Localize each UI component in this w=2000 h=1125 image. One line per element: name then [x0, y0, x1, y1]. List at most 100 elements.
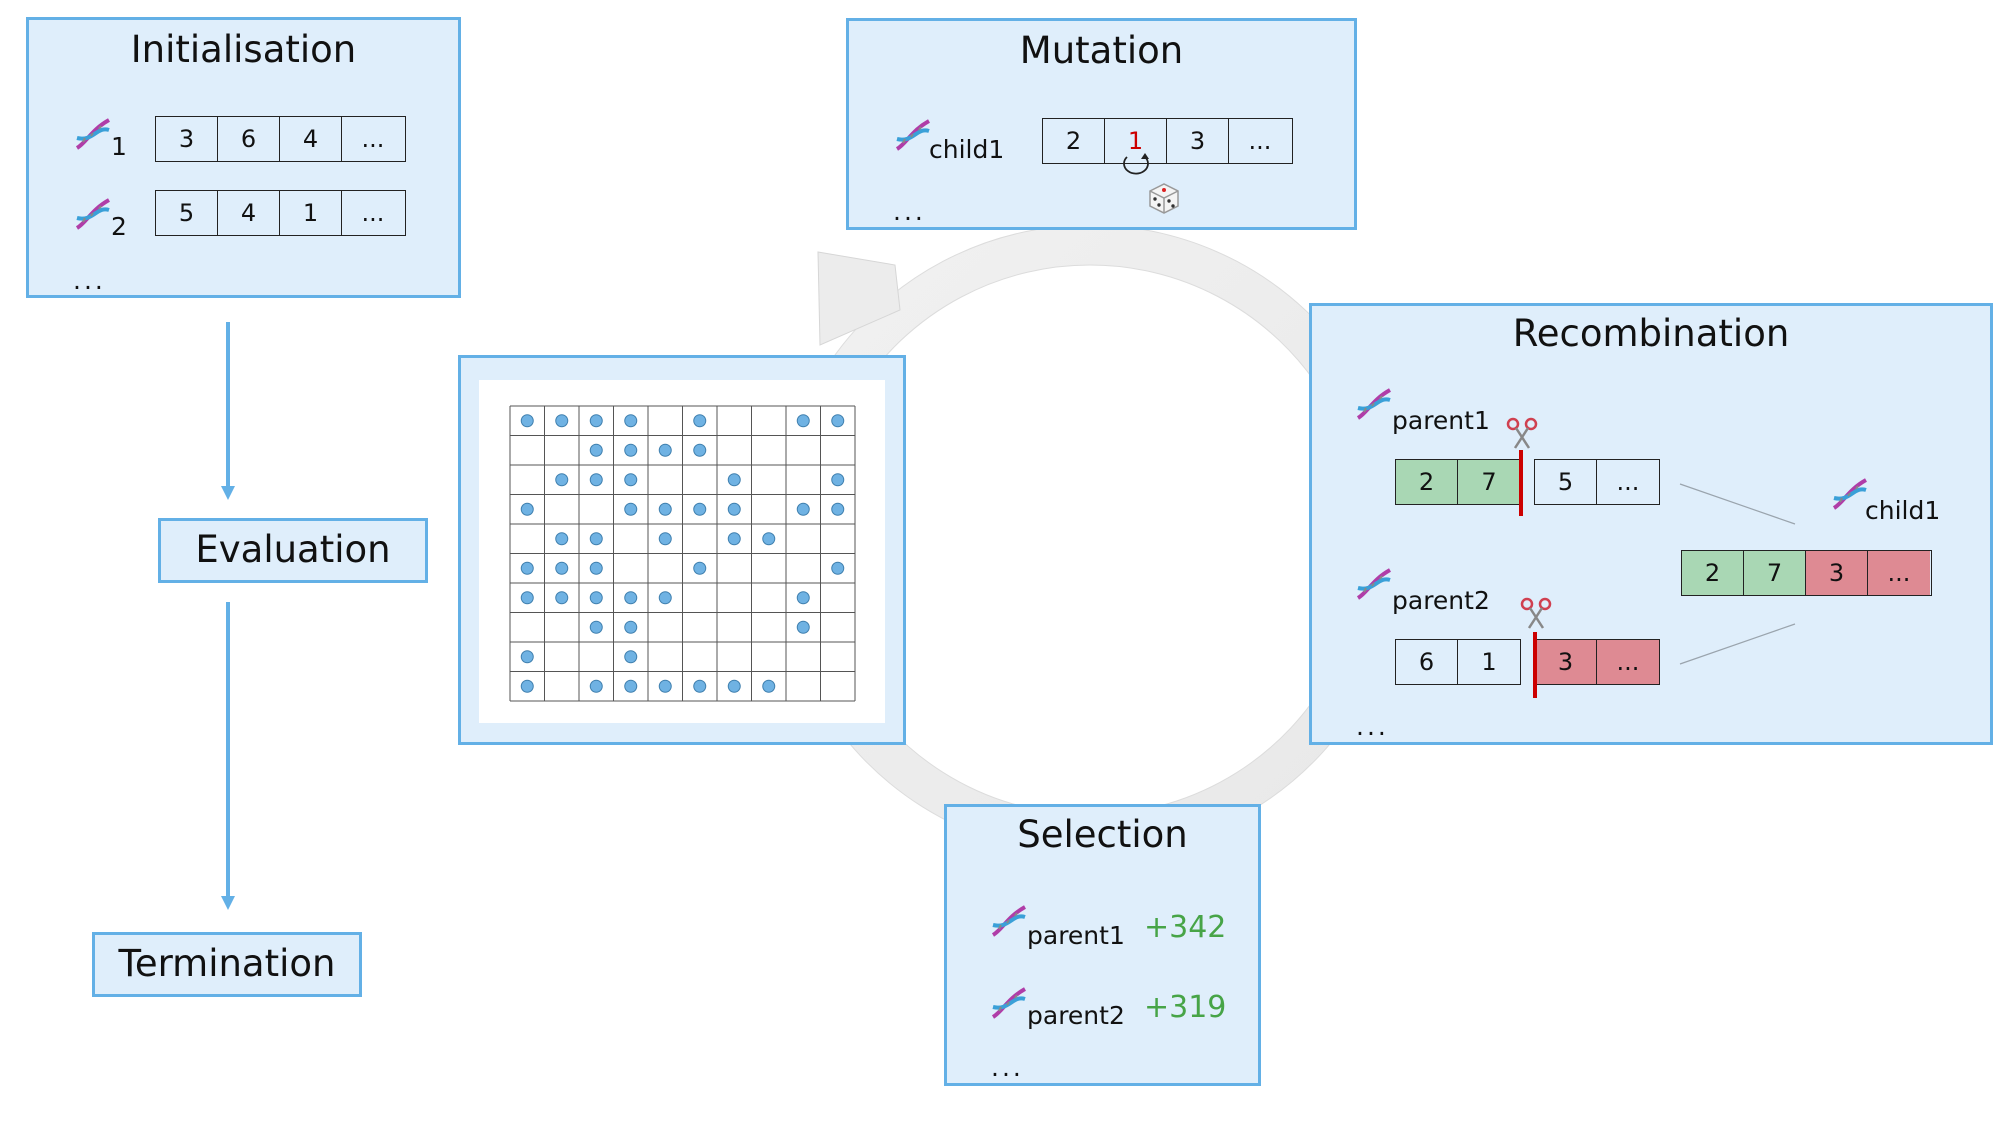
grid-dot	[520, 591, 534, 605]
grid-dot	[520, 650, 534, 664]
gene: 7	[1458, 460, 1520, 504]
rotate-icon	[1123, 153, 1149, 175]
gene: 2	[1682, 551, 1744, 595]
grid-canvas	[479, 380, 885, 723]
grid-dot	[624, 473, 638, 487]
grid-dot	[693, 679, 707, 693]
selection-parent2-label: parent2	[1027, 1001, 1125, 1030]
dna-icon	[75, 198, 111, 230]
dna-icon	[1356, 568, 1392, 600]
grid-dot	[555, 591, 569, 605]
fitness-score: +319	[1144, 990, 1227, 1025]
termination-label: Termination	[118, 942, 336, 985]
grid	[509, 405, 856, 702]
grid-dot	[589, 414, 603, 428]
evaluation-label: Evaluation	[195, 528, 391, 571]
ellipsis: ...	[73, 266, 106, 295]
grid-dot	[762, 532, 776, 546]
initialisation-title: Initialisation	[130, 28, 357, 71]
grid-dot	[555, 414, 569, 428]
gene: 5	[1535, 460, 1597, 504]
grid-dot	[727, 679, 741, 693]
grid-dot	[624, 591, 638, 605]
mutation-title: Mutation	[1019, 29, 1184, 72]
dna-icon	[895, 119, 931, 151]
cut-line	[1533, 632, 1537, 698]
grid-dot	[555, 532, 569, 546]
recombination-panel: Recombination parent1 2 7 5 ... parent2 …	[1309, 303, 1993, 745]
grid-dot	[555, 473, 569, 487]
grid-dot	[589, 532, 603, 546]
gene: 3	[1167, 119, 1229, 163]
grid-dot	[520, 679, 534, 693]
parent1-right-genes: 5 ...	[1534, 459, 1660, 505]
chromosome: 5 4 1 ...	[155, 190, 406, 236]
dna-icon	[75, 118, 111, 150]
termination-box: Termination	[92, 932, 362, 997]
selection-title: Selection	[1017, 813, 1188, 856]
dna-icon	[991, 905, 1027, 937]
grid-dot	[727, 473, 741, 487]
grid-dot	[693, 502, 707, 516]
gene: 5	[156, 191, 218, 235]
cut-line	[1519, 450, 1523, 516]
child1-label: child1	[1865, 496, 1941, 525]
selection-panel: Selection parent1 +342 parent2 +319 ...	[944, 804, 1261, 1086]
chromosome: 3 6 4 ...	[155, 116, 406, 162]
grid-dot	[658, 443, 672, 457]
grid-dot	[693, 443, 707, 457]
mutation-child-label: child1	[929, 135, 1005, 164]
child-chromosome: 2 7 3 ...	[1681, 550, 1932, 596]
grid-dot	[589, 443, 603, 457]
grid-dot	[796, 502, 810, 516]
gene: 4	[280, 117, 342, 161]
grid-dot	[658, 591, 672, 605]
gene: 6	[218, 117, 280, 161]
dice-icon	[1149, 183, 1179, 214]
gene: 2	[1396, 460, 1458, 504]
parent1-left-genes: 2 7	[1395, 459, 1521, 505]
grid-dot	[796, 591, 810, 605]
grid-dot	[831, 561, 845, 575]
grid-dot	[624, 679, 638, 693]
gene: 4	[218, 191, 280, 235]
selection-parent1-label: parent1	[1027, 921, 1125, 950]
grid-dot	[589, 561, 603, 575]
grid-dot	[589, 679, 603, 693]
scissors-icon	[1520, 597, 1552, 629]
mutation-panel: Mutation child1 2 1 3 ... ...	[846, 18, 1357, 230]
gene: ...	[1597, 640, 1659, 684]
grid-dot	[831, 414, 845, 428]
parent2-label: parent2	[1392, 586, 1490, 615]
recombination-title: Recombination	[1512, 312, 1790, 355]
grid-dot	[831, 502, 845, 516]
chromosome: 2 1 3 ...	[1042, 118, 1293, 164]
gene: ...	[361, 125, 385, 153]
grid-dot	[762, 679, 776, 693]
parent2-left-genes: 6 1	[1395, 639, 1521, 685]
parent1-label: parent1	[1392, 406, 1490, 435]
grid-dot	[555, 561, 569, 575]
recombination-connectors	[1679, 483, 1796, 665]
gene: ...	[1868, 551, 1930, 595]
grid-dot	[624, 650, 638, 664]
gene: ...	[1248, 127, 1272, 155]
individual-index: 2	[111, 212, 127, 241]
grid-dot	[796, 620, 810, 634]
gene: 6	[1396, 640, 1458, 684]
gene: ...	[361, 199, 385, 227]
evaluation-box: Evaluation	[158, 518, 428, 583]
grid-dot	[658, 532, 672, 546]
gene: 3	[156, 117, 218, 161]
ellipsis: ...	[1356, 712, 1389, 741]
grid-dot	[589, 591, 603, 605]
dna-icon	[1356, 388, 1392, 420]
grid-dot	[727, 502, 741, 516]
grid-dot	[589, 620, 603, 634]
gene: 2	[1043, 119, 1105, 163]
grid-dot	[589, 473, 603, 487]
grid-dot	[658, 502, 672, 516]
dna-icon	[991, 987, 1027, 1019]
gene: ...	[1616, 468, 1640, 496]
